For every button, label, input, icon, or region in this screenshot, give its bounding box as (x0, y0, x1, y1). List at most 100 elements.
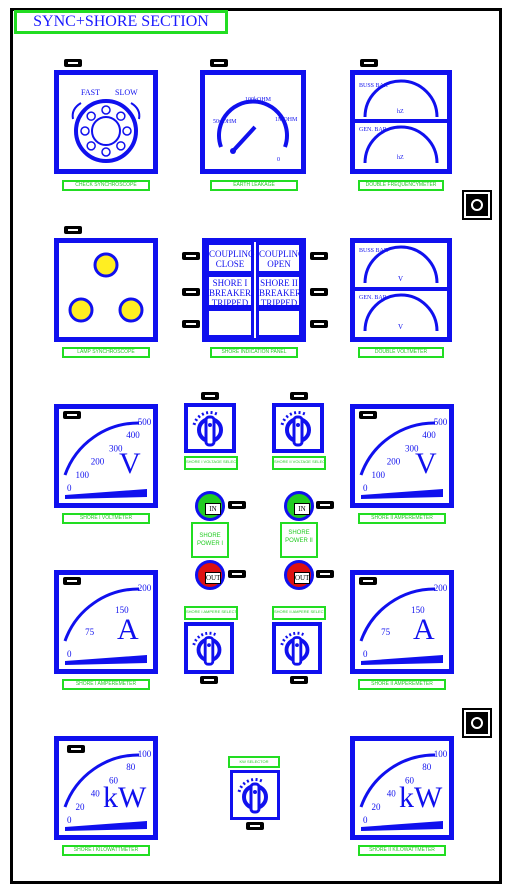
scale-tick: 0 (363, 483, 368, 493)
lamp-synchroscope-label: LAMP SYNCHROSCOPE (62, 347, 150, 358)
section-title: SYNC+SHORE SECTION (14, 10, 228, 34)
unit-label: kW (399, 781, 443, 814)
shore1-voltage-selector-label: SHORE I VOLTAGE SELECTOR (184, 456, 238, 470)
kw-selector[interactable] (230, 770, 280, 820)
double-frequency-label: DOUBLE FREQUENCYMETER (358, 180, 444, 191)
svg-text:1MOHM: 1MOHM (275, 117, 298, 123)
shore1-voltmeter-label: SHORE I VOLTMETER (62, 513, 150, 524)
shore2-kilowattmeter-label: SHORE II KILOWATTMETER (358, 845, 446, 856)
scale-tick: 40 (387, 789, 397, 799)
sync-lamp-top (93, 252, 119, 278)
synchroscope-label: CHECK SYNCHROSCOPE (62, 180, 150, 191)
shore2-ampere-selector-label: SHORE II AMPERE SELECTOR (272, 606, 326, 620)
shore1-ampere-selector[interactable] (184, 622, 234, 674)
lamp-synchroscope (54, 238, 158, 342)
scale-tick: 150 (115, 605, 129, 615)
unit-label: kW (103, 781, 147, 814)
double-frequency-meter: BUSS BAR hZ GEN. BAR hZ (350, 70, 452, 174)
double-voltmeter-label: DOUBLE VOLTMETER (358, 347, 444, 358)
kw-selector-label: KW SELECTOR (228, 756, 280, 768)
shore2-in-button[interactable]: IN (284, 491, 314, 521)
scale-tick: 100 (138, 749, 152, 759)
scale-tick: 0 (67, 815, 72, 825)
shore1-voltage-selector[interactable] (184, 403, 236, 453)
scale-tick: 75 (381, 627, 391, 637)
svg-text:BUSS BAR: BUSS BAR (359, 248, 388, 254)
unit-label: V (415, 447, 437, 480)
tag-plate (64, 59, 82, 67)
scale-tick: 500 (434, 417, 448, 427)
svg-text:BUSS BAR: BUSS BAR (359, 83, 388, 89)
svg-text:0: 0 (277, 157, 280, 163)
shore1-kilowattmeter-label: SHORE I KILOWATTMETER (62, 845, 150, 856)
tag-plate (200, 676, 218, 684)
shore2-ampere-selector[interactable] (272, 622, 322, 674)
tag-plate (290, 392, 308, 400)
slow-label: SLOW (115, 88, 138, 97)
coupling-open-indicator: COUPLING OPEN (256, 242, 305, 274)
tag-plate (210, 59, 228, 67)
scale-tick: 20 (76, 802, 86, 812)
tag-plate (290, 676, 308, 684)
emergency-stop-button[interactable] (462, 190, 492, 220)
scale-tick: 20 (372, 802, 382, 812)
tag-plate (201, 392, 219, 400)
earth-leakage-meter: 100kOHM 50µOHM 1MOHM 0 (200, 70, 306, 174)
scale-tick: 200 (91, 457, 105, 467)
svg-text:V: V (398, 323, 403, 331)
svg-text:100kOHM: 100kOHM (245, 97, 272, 103)
double-voltmeter: BUSS BAR V GEN. BAR V (350, 238, 452, 342)
earth-leakage-label: EARTH LEAKAGE (210, 180, 298, 191)
tag-plate (360, 59, 378, 67)
tag-plate (64, 226, 82, 234)
tag-plate (310, 288, 328, 296)
shore1-ampere-selector-label: SHORE I AMPERE SELECTOR (184, 606, 238, 620)
sync-lamp-right (118, 297, 144, 323)
tag-plate (228, 570, 246, 578)
shore-indication-label: SHORE INDICATION PANEL (210, 347, 298, 358)
tag-plate (228, 501, 246, 509)
indicator-blank-2 (256, 308, 302, 338)
fast-label: FAST (81, 88, 100, 97)
svg-text:GEN. BAR: GEN. BAR (359, 295, 387, 301)
scale-tick: 80 (126, 762, 135, 772)
scale-tick: 60 (109, 775, 119, 785)
tag-plate (182, 252, 200, 260)
scale-tick: 75 (85, 627, 95, 637)
scale-tick: 100 (76, 470, 90, 480)
svg-text:50µOHM: 50µOHM (213, 119, 237, 125)
scale-tick: 0 (67, 483, 72, 493)
svg-text:hZ: hZ (397, 155, 404, 161)
tag-plate (182, 288, 200, 296)
svg-text:GEN. BAR: GEN. BAR (359, 127, 387, 133)
shore1-ammeter-label: SHORE I AMPEREMETER (62, 679, 150, 690)
scale-tick: 0 (363, 815, 368, 825)
shore2-voltage-selector-label: SHORE II VOLTAGE SELECTOR (272, 456, 326, 470)
scale-tick: 150 (411, 605, 425, 615)
scale-tick: 100 (434, 749, 448, 759)
svg-text:hZ: hZ (397, 109, 404, 115)
tag-plate (310, 252, 328, 260)
scale-tick: 100 (372, 470, 386, 480)
indicator-blank-1 (206, 308, 254, 338)
shore2-breaker-indicator: SHORE II BREAKER TRIPPED (256, 274, 302, 308)
scale-tick: 60 (405, 775, 415, 785)
shore1-breaker-indicator: SHORE I BREAKER TRIPPED (206, 274, 254, 308)
shore1-out-button[interactable]: OUT (195, 560, 225, 590)
scale-tick: 300 (405, 443, 419, 453)
scale-tick: 80 (422, 762, 432, 772)
shore1-in-button[interactable]: IN (195, 491, 225, 521)
tag-plate (316, 570, 334, 578)
scale-tick: 400 (422, 430, 436, 440)
reset-button[interactable] (462, 708, 492, 738)
shore1-power-label: SHORE POWER I (191, 522, 229, 558)
shore2-voltage-selector[interactable] (272, 403, 324, 453)
svg-text:V: V (398, 275, 403, 283)
scale-tick: 40 (91, 789, 101, 799)
tag-plate (182, 320, 200, 328)
shore2-out-button[interactable]: OUT (284, 560, 314, 590)
scale-tick: 0 (67, 649, 72, 659)
